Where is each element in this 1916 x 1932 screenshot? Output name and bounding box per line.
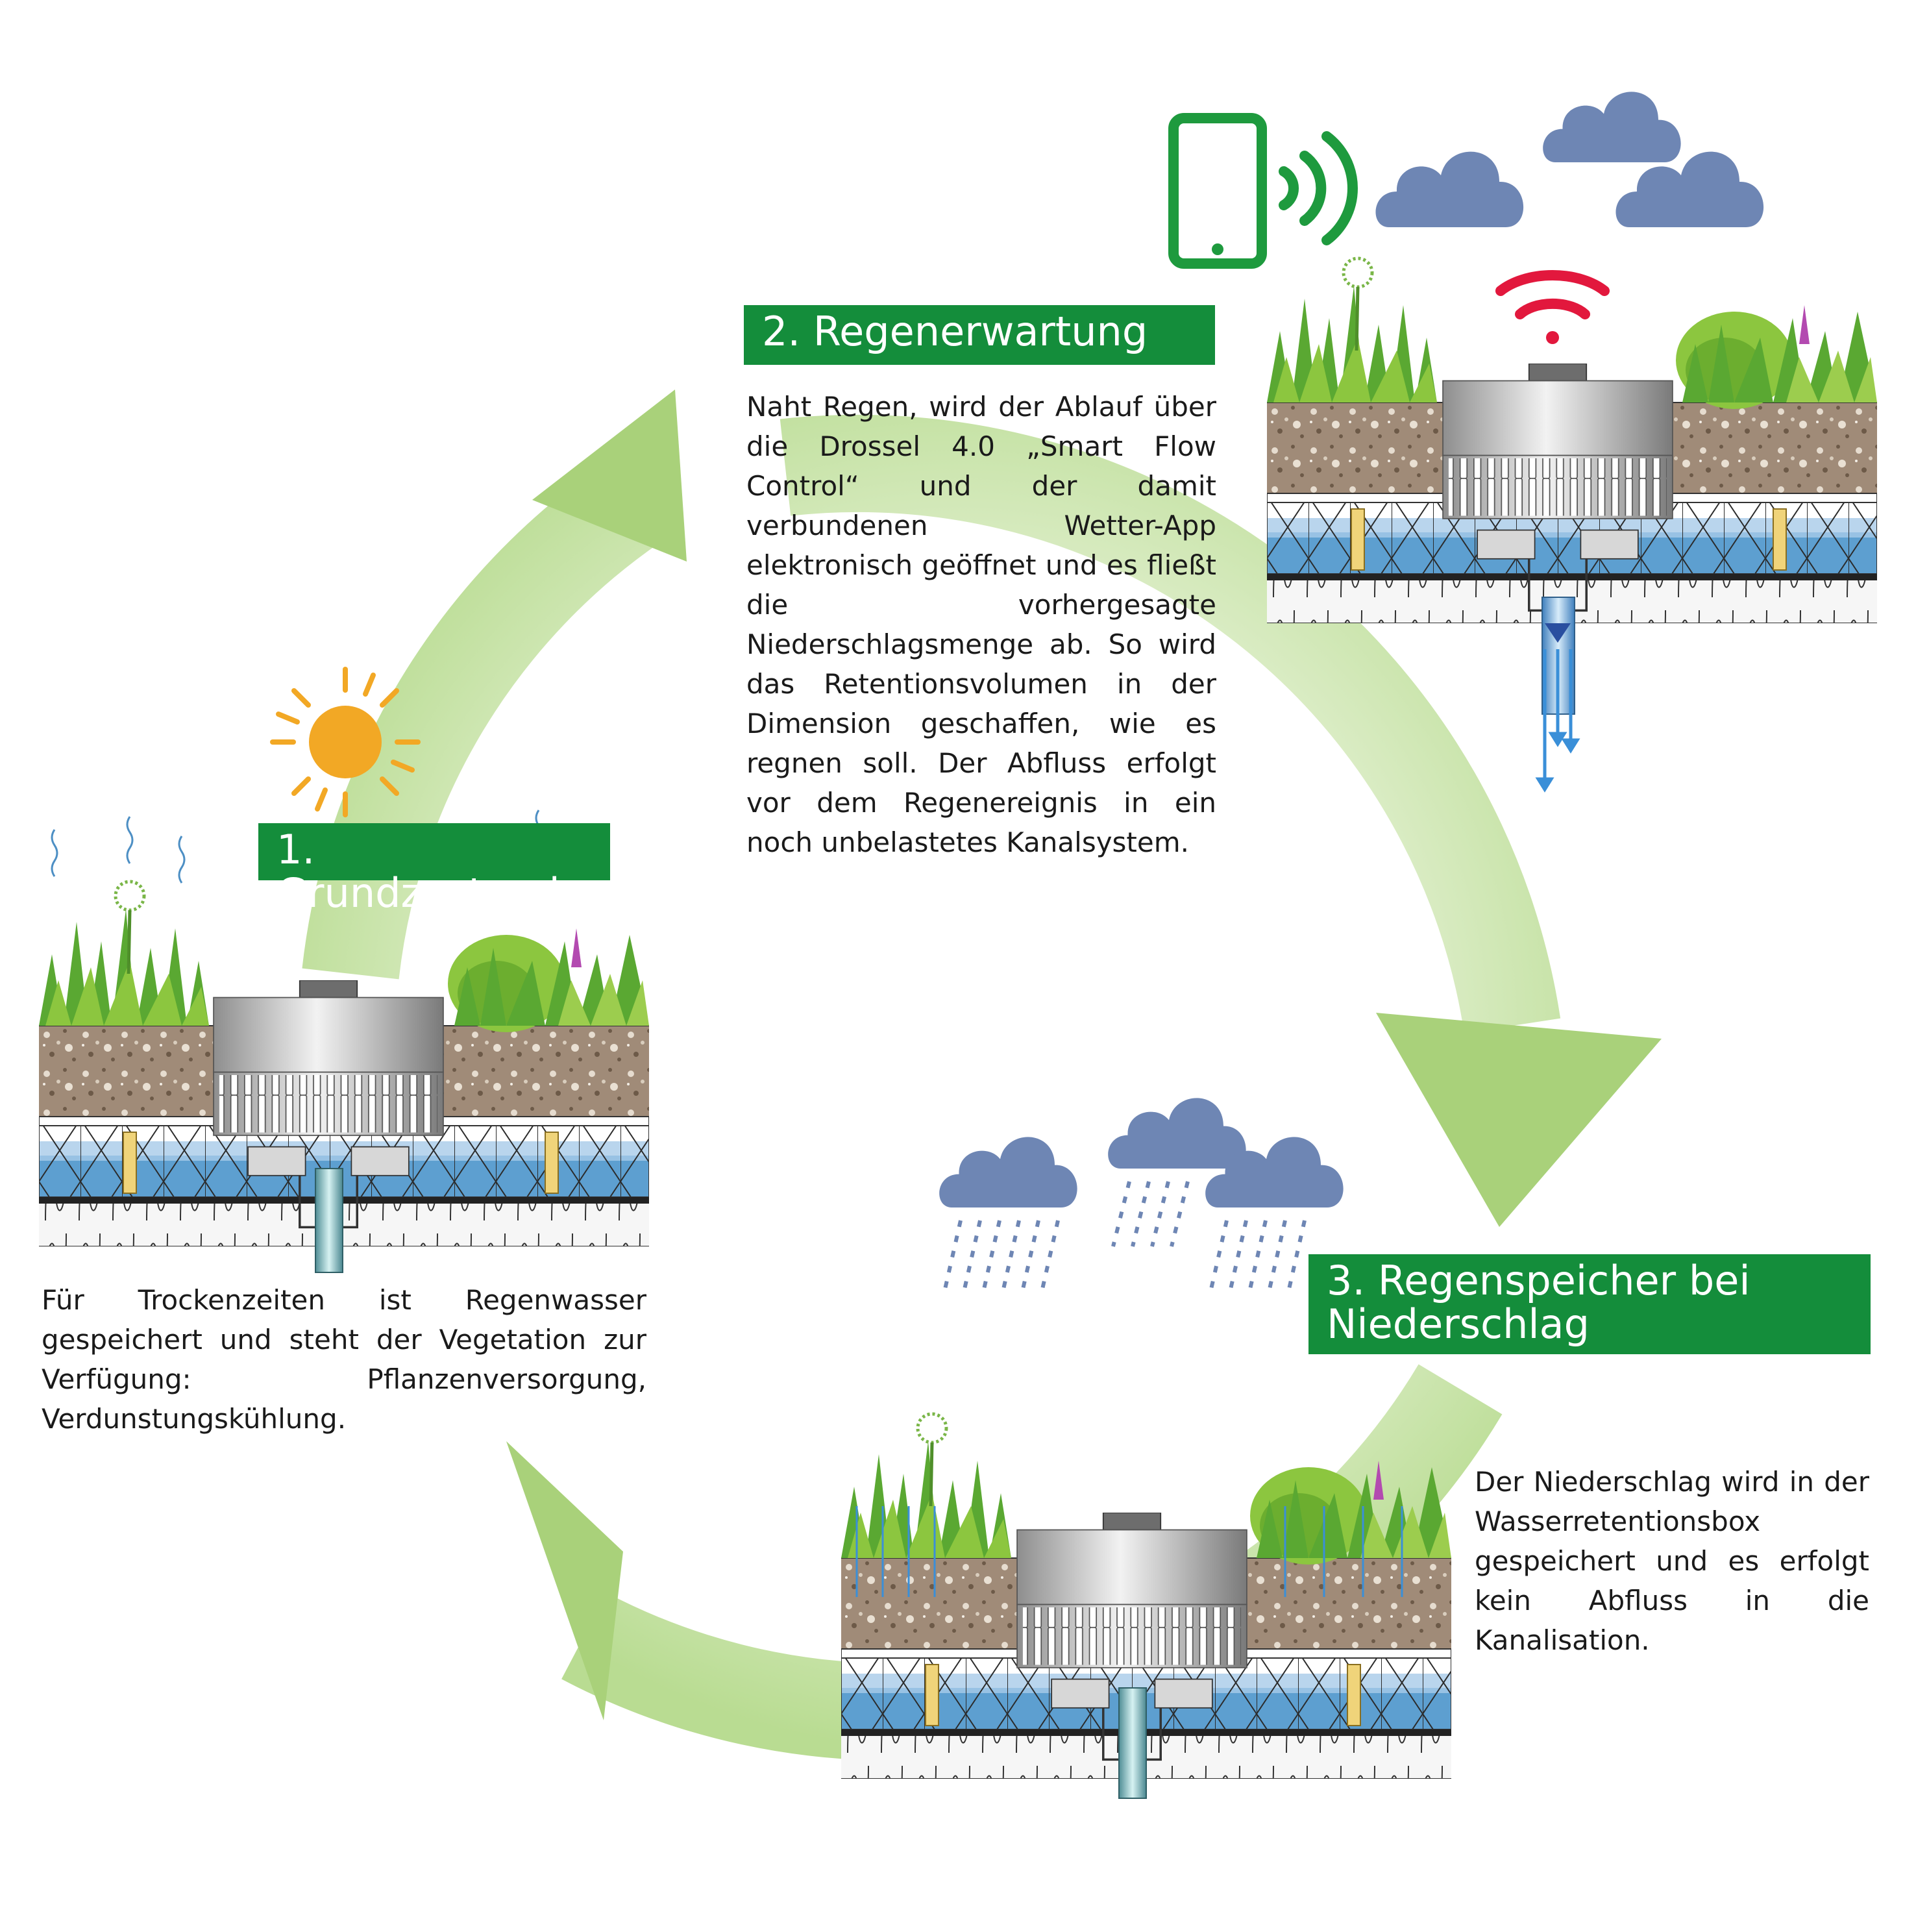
cycle-arrow-2 — [780, 414, 1662, 1227]
cloud-icon-2 — [1543, 92, 1681, 162]
phone-signal-icon — [1279, 131, 1358, 245]
step-2-description: Naht Regen, wird der Ablauf über die Dro… — [746, 391, 1216, 858]
step-3-title: 3. Regenspeicher bei Niederschlag — [1308, 1254, 1871, 1354]
step-3-description: Der Niederschlag wird in der Wasserreten… — [1475, 1466, 1869, 1656]
roof-section-1 — [39, 810, 649, 1273]
wifi-signal-icon — [1495, 270, 1610, 344]
cycle-arrow-1 — [302, 390, 687, 980]
cloud-icon-3 — [1615, 151, 1764, 227]
smartphone-icon — [1168, 113, 1267, 269]
rain-cloud-icon — [939, 1098, 1344, 1293]
cloud-icon-1 — [1375, 151, 1524, 227]
sun-icon — [270, 667, 421, 817]
step-1-description: Für Trockenzeiten ist Regenwasser gespei… — [42, 1284, 646, 1435]
step-2-title: 2. Regenerwartung — [744, 305, 1215, 365]
roof-section-3 — [841, 1414, 1451, 1799]
roof-section-2 — [1267, 258, 1877, 793]
step-1-title: 1. Grundzustand — [258, 823, 610, 915]
